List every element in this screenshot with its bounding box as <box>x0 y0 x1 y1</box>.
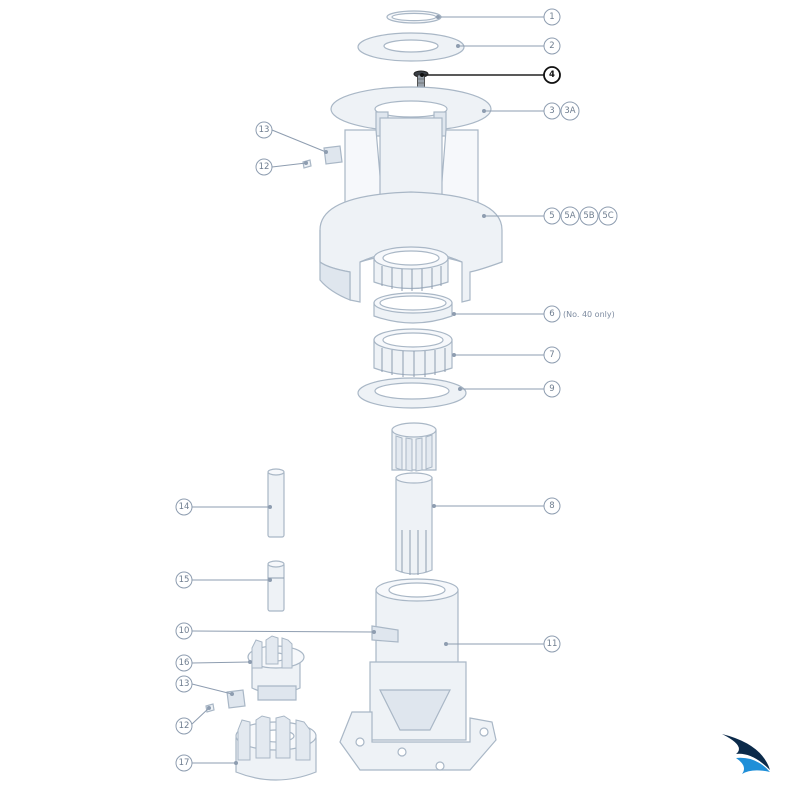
part-8-main-spindle <box>391 422 437 575</box>
part-7-roller-bearing <box>373 328 453 377</box>
part-13-pawl-lower <box>226 689 246 709</box>
callout-3a: 3A <box>560 101 580 121</box>
callout-7: 7 <box>543 346 561 364</box>
svg-text:2: 2 <box>549 41 554 51</box>
callout-17: 17 <box>175 754 193 772</box>
part-13-pawl-upper <box>323 145 343 165</box>
callout-6: 6 <box>543 305 561 323</box>
callout-13-lower: 13 <box>175 675 193 693</box>
sail-swoosh-logo-icon <box>722 734 770 774</box>
svg-text:13: 13 <box>179 679 190 689</box>
part-17-large-gear <box>235 715 317 781</box>
svg-text:5: 5 <box>549 211 554 221</box>
callout-8: 8 <box>543 497 561 515</box>
callout-2: 2 <box>543 37 561 55</box>
upper-roller-bearing <box>373 246 449 291</box>
svg-text:13: 13 <box>259 125 270 135</box>
leader-lines <box>191 15 544 765</box>
callout-14: 14 <box>175 498 193 516</box>
part-2-top-washer <box>357 32 465 62</box>
callout-1: 1 <box>543 8 561 26</box>
svg-text:12: 12 <box>259 162 270 172</box>
part-16-gear <box>247 635 305 701</box>
svg-text:5A: 5A <box>564 211 575 221</box>
part-15-short-shaft <box>267 560 285 612</box>
svg-text:10: 10 <box>179 626 190 636</box>
callout-5a: 5A <box>560 206 580 226</box>
callout-10: 10 <box>175 622 193 640</box>
callout-5b: 5B <box>579 206 599 226</box>
callout-4: 4 <box>543 66 561 84</box>
callout-16: 16 <box>175 654 193 672</box>
part-11-base-centre-stem <box>339 578 497 771</box>
svg-text:15: 15 <box>179 575 190 585</box>
callout-5c: 5C <box>598 206 618 226</box>
svg-text:3: 3 <box>549 106 554 116</box>
svg-text:3A: 3A <box>564 106 575 116</box>
svg-text:6: 6 <box>549 309 554 319</box>
callout-3: 3 <box>543 102 561 120</box>
svg-text:7: 7 <box>549 350 554 360</box>
svg-text:17: 17 <box>179 758 190 768</box>
part-14-long-shaft <box>267 468 285 538</box>
part-6-spacer-ring <box>373 292 453 324</box>
svg-text:14: 14 <box>179 502 190 512</box>
callout-13-upper: 13 <box>255 121 273 139</box>
svg-text:4: 4 <box>549 70 555 80</box>
part-9-base-washer <box>357 377 467 409</box>
callout-12-upper: 12 <box>255 158 273 176</box>
part-10-pawl <box>371 625 399 643</box>
callout-5: 5 <box>543 207 561 225</box>
callout-12-lower: 12 <box>175 717 193 735</box>
callout-9: 9 <box>543 380 561 398</box>
svg-text:11: 11 <box>547 639 558 649</box>
svg-text:1: 1 <box>549 12 554 22</box>
svg-text:5B: 5B <box>583 211 594 221</box>
svg-text:8: 8 <box>549 501 554 511</box>
part-1-retaining-ring <box>386 10 442 24</box>
callout-11: 11 <box>543 635 561 653</box>
svg-text:12: 12 <box>179 721 190 731</box>
callout-6-note: (No. 40 only) <box>563 310 615 319</box>
callout-15: 15 <box>175 571 193 589</box>
svg-text:16: 16 <box>179 658 190 668</box>
svg-text:5C: 5C <box>602 211 613 221</box>
svg-text:9: 9 <box>549 384 554 394</box>
